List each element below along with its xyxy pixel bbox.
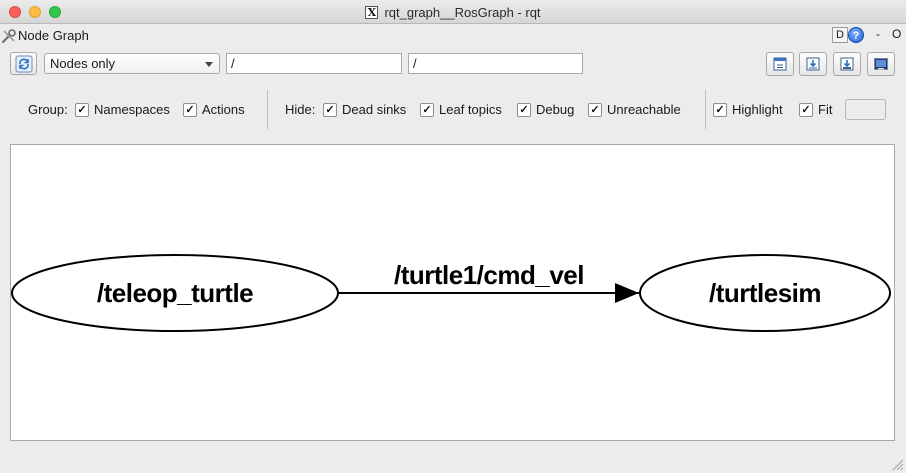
tools-icon (2, 29, 16, 43)
image-icon (874, 58, 888, 70)
help-icon[interactable]: ? (848, 27, 864, 43)
title-bar: X rqt_graph__RosGraph - rqt (0, 0, 906, 24)
group-label: Group: (28, 102, 68, 117)
refresh-graph-button[interactable] (10, 52, 37, 75)
unreachable-checkbox[interactable]: ✓ (588, 103, 602, 117)
minimize-window-button[interactable] (29, 6, 41, 18)
toolbar-divider (705, 90, 706, 129)
export-svg-icon (840, 57, 854, 71)
graph-node[interactable] (639, 254, 891, 332)
resize-grip-icon[interactable] (890, 457, 904, 471)
hide-label: Hide: (285, 102, 316, 117)
dead-sinks-label: Dead sinks (342, 102, 407, 117)
chevron-down-icon (205, 62, 213, 67)
leaf-topics-checkbox[interactable]: ✓ (420, 103, 434, 117)
open-file-icon (773, 57, 787, 71)
x11-app-icon: X (365, 5, 379, 19)
load-dot-button[interactable] (766, 52, 794, 76)
fit-checkbox[interactable]: ✓ (799, 103, 813, 117)
debug-checkbox[interactable]: ✓ (517, 103, 531, 117)
title-wrap: X rqt_graph__RosGraph - rqt (0, 0, 906, 24)
save-svg-button[interactable] (833, 52, 861, 76)
close-window-button[interactable] (9, 6, 21, 18)
dead-sinks-checkbox[interactable]: ✓ (323, 103, 337, 117)
namespace-filter-input[interactable] (226, 53, 402, 74)
save-image-button[interactable] (867, 52, 895, 76)
fit-label: Fit (818, 102, 833, 117)
highlight-label: Highlight (732, 102, 783, 117)
toolbar-divider (267, 90, 268, 129)
namespaces-label: Namespaces (94, 102, 170, 117)
debug-label: Debug (536, 102, 575, 117)
node-label[interactable]: /teleop_turtle (97, 278, 254, 308)
fit-in-view-button[interactable] (845, 99, 886, 120)
node-label[interactable]: /turtlesim (709, 278, 822, 308)
window-title: rqt_graph__RosGraph - rqt (384, 4, 541, 20)
edge-label[interactable]: /turtle1/cmd_vel (394, 260, 584, 290)
graph-mode-value: Nodes only (50, 56, 116, 71)
actions-checkbox[interactable]: ✓ (183, 103, 197, 117)
graph-mode-select[interactable]: Nodes only (44, 53, 220, 74)
close-plugin-button[interactable]: O (892, 27, 902, 41)
save-dot-button[interactable] (799, 52, 827, 76)
graph-canvas: /turtle1/cmd_vel /teleop_turtle /turtles… (11, 254, 891, 332)
leaf-topics-label: Leaf topics (439, 102, 502, 117)
topic-filter-input[interactable] (408, 53, 583, 74)
edge-arrowhead (615, 283, 639, 303)
unreachable-label: Unreachable (607, 102, 681, 117)
minimize-plugin-button[interactable]: - (876, 27, 880, 41)
graph-view[interactable]: /turtle1/cmd_vel /teleop_turtle /turtles… (10, 144, 895, 441)
dock-button[interactable]: D (832, 27, 848, 43)
highlight-checkbox[interactable]: ✓ (713, 103, 727, 117)
plugin-header: Node Graph D ? - O (0, 26, 906, 46)
maximize-window-button[interactable] (49, 6, 61, 18)
actions-label: Actions (202, 102, 245, 117)
save-file-icon (806, 57, 820, 71)
plugin-title: Node Graph (18, 28, 89, 43)
graph-node[interactable] (11, 254, 339, 332)
refresh-icon (15, 55, 32, 72)
namespaces-checkbox[interactable]: ✓ (75, 103, 89, 117)
